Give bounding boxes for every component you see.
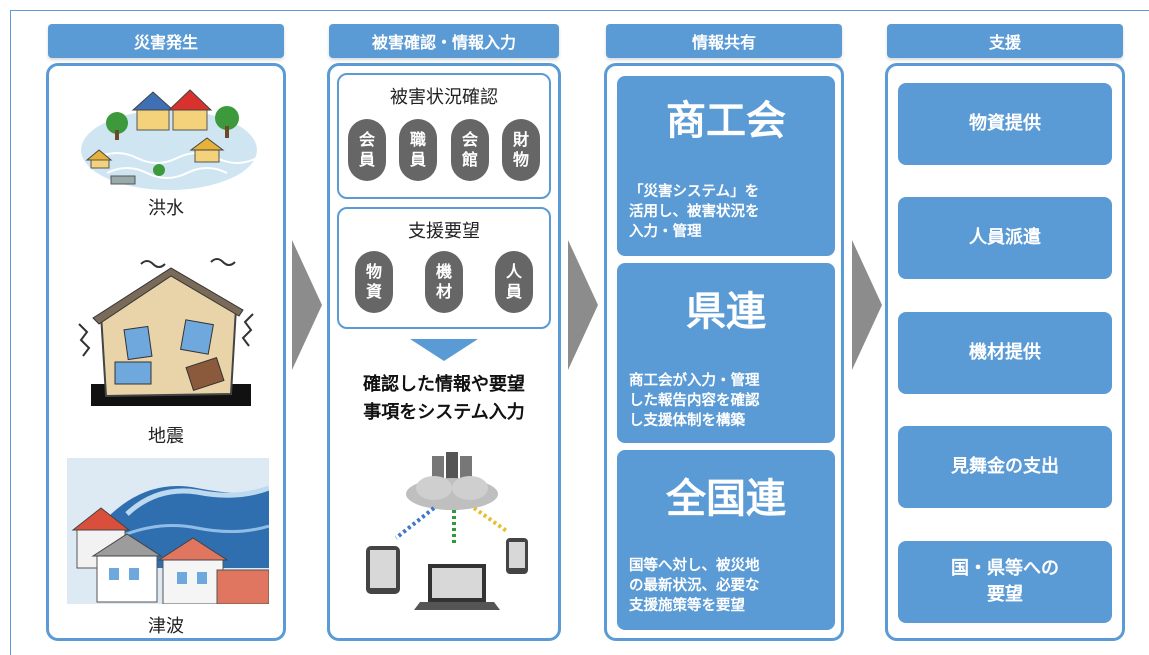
header-input: 被害確認・情報入力 <box>329 24 559 58</box>
share-desc-national: 国等へ対し、被災地 の最新状況、必要な 支援施策等を要望 <box>629 558 760 614</box>
support-relief-money: 見舞金の支出 <box>898 426 1112 508</box>
caption-flood: 洪水 <box>148 198 184 219</box>
share-box-prefecture: 県連 商工会が入力・管理 した報告内容を確認 し支援体制を構築 <box>617 263 835 443</box>
pill-supplies: 物資 <box>355 251 393 313</box>
arrow-1 <box>292 240 322 370</box>
down-arrow-icon <box>410 339 478 361</box>
instruction-line-1: 確認した情報や要望 <box>363 374 525 395</box>
pill-staff: 職員 <box>399 119 437 181</box>
share-desc-prefecture: 商工会が入力・管理 した報告内容を確認 し支援体制を構築 <box>629 373 760 429</box>
share-title-prefecture: 県連 <box>686 289 766 335</box>
header-share: 情報共有 <box>606 24 842 58</box>
column-disaster: 洪水 地震 津波 <box>46 63 286 641</box>
column-support: 物資提供 人員派遣 機材提供 見舞金の支出 国・県等への 要望 <box>885 63 1125 641</box>
pill-equipment: 機材 <box>425 251 463 313</box>
support-request-box: 支援要望 物資 機材 人員 <box>337 207 551 329</box>
arrow-2 <box>568 240 598 370</box>
flood-illustration <box>81 89 258 190</box>
share-title-national: 全国連 <box>666 476 786 522</box>
caption-earthquake: 地震 <box>148 426 184 447</box>
top-rule <box>10 10 1149 11</box>
earthquake-illustration <box>78 258 254 406</box>
support-equipment: 機材提供 <box>898 312 1112 394</box>
pill-personnel: 人員 <box>495 251 533 313</box>
support-request-title: 支援要望 <box>408 221 480 242</box>
support-staff-dispatch: 人員派遣 <box>898 197 1112 279</box>
damage-check-box: 被害状況確認 会員 職員 会館 財物 <box>337 73 551 199</box>
support-supplies: 物資提供 <box>898 83 1112 165</box>
instruction-line-2: 事項をシステム入力 <box>363 402 525 423</box>
caption-tsunami: 津波 <box>148 616 184 637</box>
pill-member: 会員 <box>348 119 386 181</box>
damage-check-title: 被害状況確認 <box>390 87 498 108</box>
support-request-govt: 国・県等への 要望 <box>898 541 1112 623</box>
column-input: 被害状況確認 会員 職員 会館 財物 支援要望 物資 機材 人員 確認した情報や… <box>327 63 561 641</box>
header-support: 支援 <box>887 24 1123 58</box>
share-box-national: 全国連 国等へ対し、被災地 の最新状況、必要な 支援施策等を要望 <box>617 450 835 630</box>
column-share: 商工会 「災害システム」を 活用し、被害状況を 入力・管理 県連 商工会が入力・… <box>604 63 844 641</box>
pill-hall: 会館 <box>451 119 489 181</box>
left-rule <box>10 10 11 655</box>
share-box-chamber: 商工会 「災害システム」を 活用し、被害状況を 入力・管理 <box>617 76 835 256</box>
share-desc-chamber: 「災害システム」を 活用し、被害状況を 入力・管理 <box>629 184 760 240</box>
pill-property: 財物 <box>502 119 540 181</box>
share-title-chamber: 商工会 <box>666 98 786 144</box>
tsunami-illustration <box>67 458 269 604</box>
arrow-3 <box>852 240 882 370</box>
network-devices-illustration <box>366 452 528 610</box>
header-disaster: 災害発生 <box>48 24 284 58</box>
